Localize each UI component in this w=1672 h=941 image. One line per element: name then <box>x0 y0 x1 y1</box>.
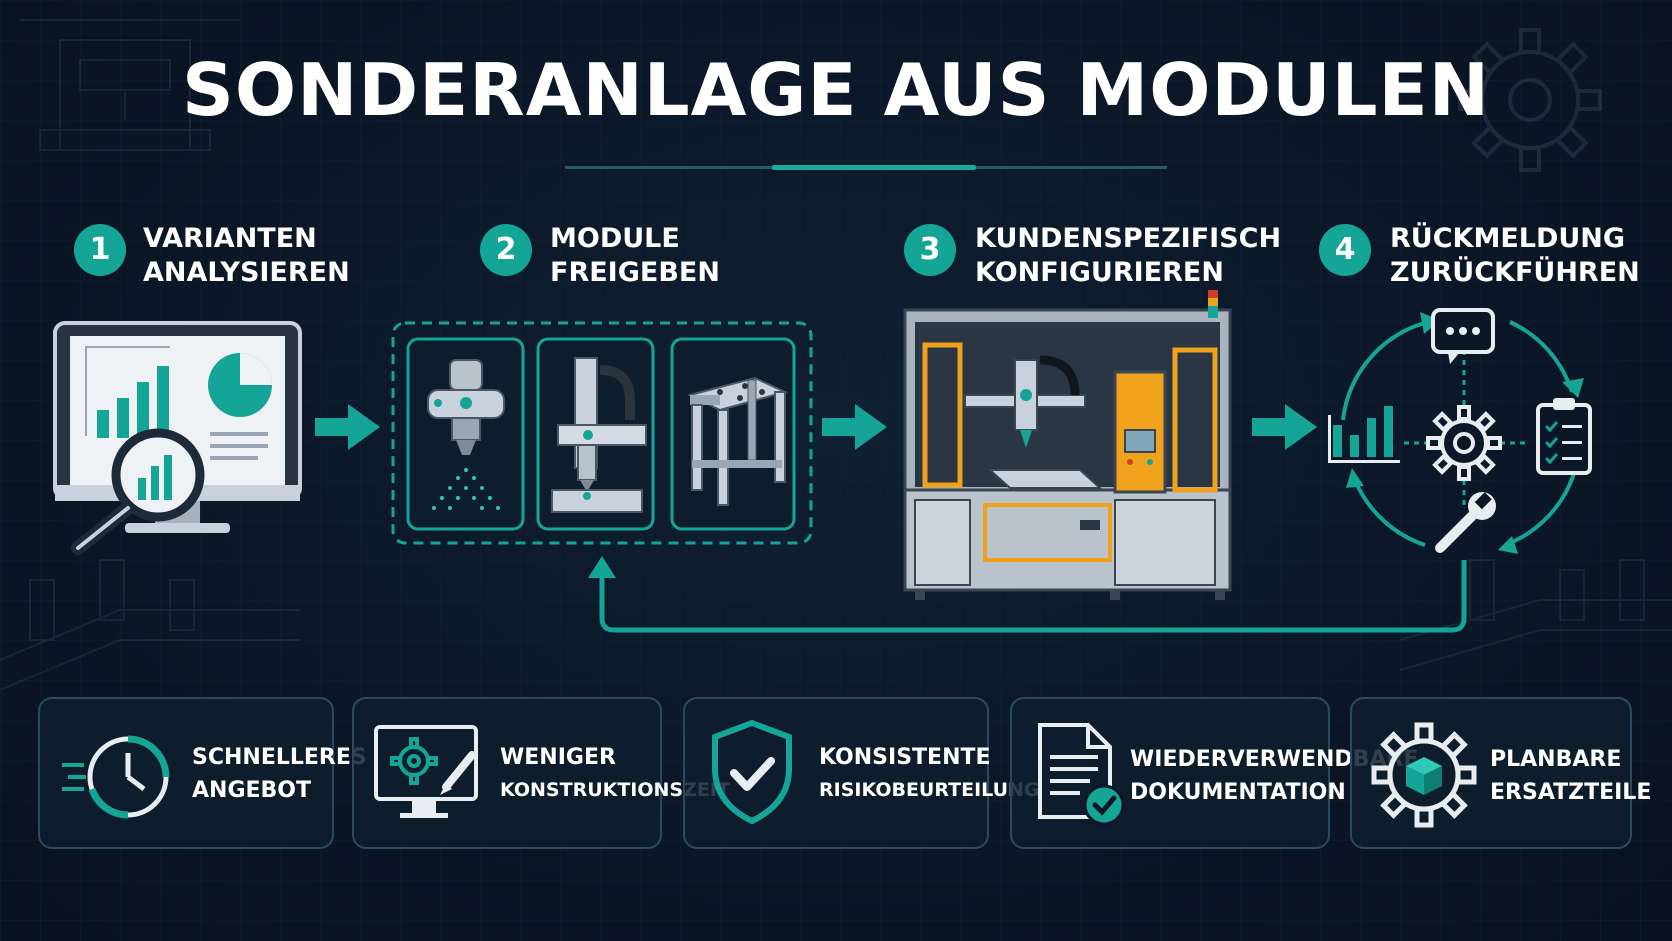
benefit-4-line2: DOKUMENTATION <box>1130 780 1346 805</box>
step-4-number: 4 <box>1319 224 1371 276</box>
background-conveyor-sketch <box>0 559 1672 691</box>
benefit-card-spare-parts: PLANBARE ERSATZTEILE <box>1350 697 1651 849</box>
spray-nozzle-icon <box>427 359 505 510</box>
step-1-label-line2: ANALYSIEREN <box>143 257 350 288</box>
analytics-monitor-icon <box>53 321 302 555</box>
benefit-2-line2: KONSTRUKTIONSZEIT <box>500 779 730 801</box>
step-4-label: RÜCKMELDUNG ZURÜCKFÜHREN <box>1390 222 1640 290</box>
benefit-1-line2: ANGEBOT <box>192 778 312 803</box>
center-gear-icon <box>1426 405 1502 481</box>
feedback-return-arrow <box>599 560 1467 633</box>
document-check-icon <box>1038 723 1125 826</box>
module-group-frame <box>391 321 813 545</box>
benefit-card-risk-assessment: KONSISTENTE RISIKOBEURTEILUNG <box>683 697 1040 849</box>
step-2-label: MODULE FREIGEBEN <box>550 222 720 290</box>
process-flow-illustrations <box>53 290 1592 633</box>
benefit-5-line1: PLANBARE <box>1490 747 1622 772</box>
machine-table-icon <box>687 376 788 506</box>
arrow-right-icon <box>315 404 380 450</box>
step-2-number: 2 <box>480 224 532 276</box>
benefit-card-less-design-time: WENIGER KONSTRUKTIONSZEIT <box>352 697 730 849</box>
page-title: SONDERANLAGE AUS MODULEN <box>182 48 1490 132</box>
clipboard-checklist-icon <box>1536 398 1592 475</box>
feedback-cycle-icon <box>1341 312 1584 554</box>
benefit-5-text: PLANBARE ERSATZTEILE <box>1490 743 1651 809</box>
benefit-1-line1: SCHNELLERES <box>192 745 367 770</box>
shield-check-icon <box>712 719 792 825</box>
benefit-2-line1: WENIGER <box>500 745 616 770</box>
benefit-card-faster-offer: SCHNELLERES ANGEBOT <box>38 697 367 849</box>
fast-clock-icon <box>62 735 170 819</box>
step-1-number: 1 <box>74 224 126 276</box>
linear-axis-icon <box>551 357 647 513</box>
special-machine-icon <box>903 290 1232 600</box>
benefit-2-text: WENIGER KONSTRUKTIONSZEIT <box>500 741 730 807</box>
step-4-label-line1: RÜCKMELDUNG <box>1390 223 1626 254</box>
benefit-3-text: KONSISTENTE RISIKOBEURTEILUNG <box>819 741 1040 807</box>
step-1-label-line1: VARIANTEN <box>143 223 317 254</box>
step-3-label: KUNDENSPEZIFISCH KONFIGURIEREN <box>975 222 1281 290</box>
chat-bubble-icon <box>1431 308 1495 364</box>
benefit-3-line2: RISIKOBEURTEILUNG <box>819 779 1040 801</box>
title-divider-accent <box>772 165 976 170</box>
gear-box-icon <box>1371 722 1477 828</box>
step-2-label-line1: MODULE <box>550 223 680 254</box>
step-3-label-line1: KUNDENSPEZIFISCH <box>975 223 1282 254</box>
benefit-5-line2: ERSATZTEILE <box>1490 780 1652 805</box>
cad-monitor-icon <box>374 725 478 818</box>
arrow-right-icon <box>1252 404 1317 450</box>
bar-chart-icon <box>1328 406 1400 463</box>
benefit-3-line1: KONSISTENTE <box>819 745 991 770</box>
arrow-up-icon <box>588 556 616 578</box>
background-press-sketch <box>20 19 240 151</box>
background-gear-icon <box>1458 28 1602 172</box>
step-3-label-line2: KONFIGURIEREN <box>975 257 1224 288</box>
step-3-number: 3 <box>904 224 956 276</box>
step-2-label-line2: FREIGEBEN <box>550 257 720 288</box>
step-1-label: VARIANTEN ANALYSIEREN <box>143 222 350 290</box>
benefit-card-reusable-docs: WIEDERVERWENDBARE DOKUMENTATION <box>1010 697 1418 849</box>
benefit-1-text: SCHNELLERES ANGEBOT <box>192 741 367 807</box>
wrench-icon <box>1435 492 1496 553</box>
arrow-right-icon <box>822 404 887 450</box>
step-4-label-line2: ZURÜCKFÜHREN <box>1390 257 1640 288</box>
